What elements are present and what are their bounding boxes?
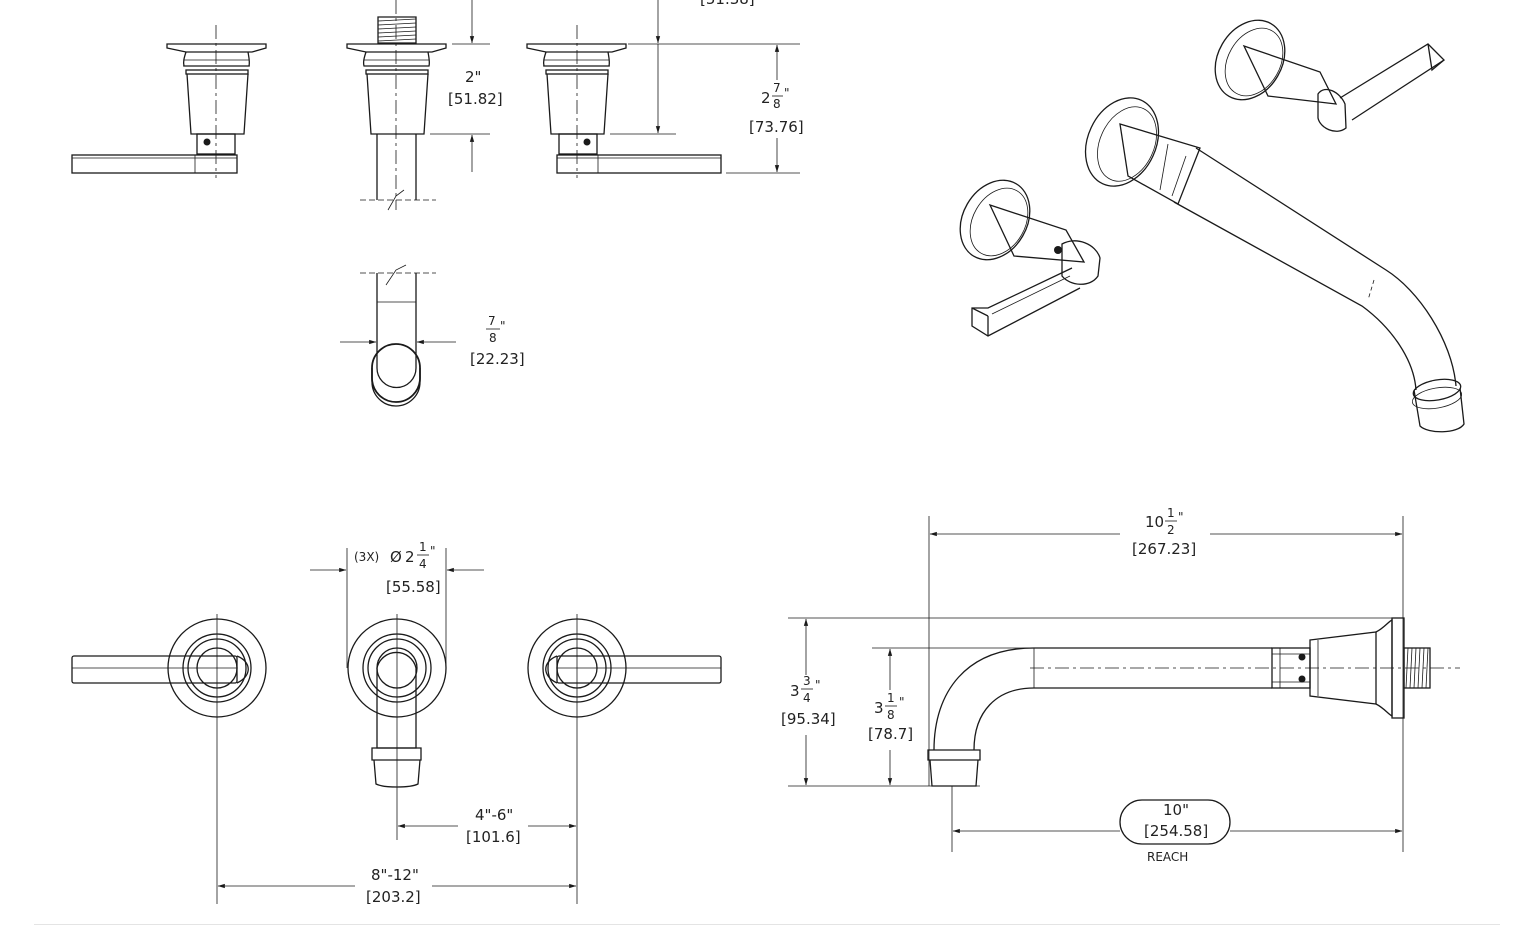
dim-reach-mm: [254.58] [1144,822,1208,840]
dim-height-whole: 3 [790,682,800,700]
spout-side-profile [927,617,1460,787]
reach-badge [1119,799,1231,845]
dim-2-7-8-mm: [73.76] [749,118,804,136]
dim-length-den: 2 [1167,523,1175,537]
dim-height-den: 4 [803,691,811,705]
dim-spout-ht-num: 1 [887,691,895,705]
dim-length-unit: " [1178,510,1184,524]
dim-overall-length: 10 1 2 " [267.23] [928,506,1404,852]
spout-side-view [346,0,447,211]
dim-label-2in: 2" [465,68,481,86]
dim-2-7-8-whole: 2 [761,89,771,107]
dim-height-2-7-8in: [51.38] 2 7 8 " [73.76] [610,0,804,174]
dim-spout-ht-mm: [78.7] [868,725,913,743]
dim-2-7-8-den: 8 [773,97,781,111]
dim-spread-large-mm: [203.2] [366,888,421,906]
dim-spout-ht-unit: " [899,695,905,709]
dim-flange-diameter: (3X) Ø 2 1 4 " [55.58] [310,540,484,668]
dim-7-8-unit: " [500,319,506,333]
handle-side-view-left [71,25,267,178]
bottom-divider [34,924,1500,925]
dim-flange-mm: [55.58] [386,578,441,596]
dim-height-num: 3 [803,674,811,688]
dim-length-whole: 10 [1145,513,1164,531]
dim-2-7-8-unit: " [784,86,790,100]
handle-side-view-right [526,25,722,178]
dim-7-8-den: 8 [489,331,497,345]
dim-flange-phi: Ø [390,548,402,566]
dim-7-8-mm: [22.23] [470,350,525,368]
dim-reach-in: 10" [1163,801,1189,819]
spout-end-view: 7 8 " [22.23] [340,264,525,407]
dim-spread-8-12: 8"-12" [203.2] [217,866,577,906]
dim-7-8-num: 7 [488,314,496,328]
dim-label-2in-mm: [51.82] [448,90,503,108]
dim-flange-prefix: (3X) [354,550,379,564]
dim-2-7-8-num: 7 [773,81,781,95]
dim-spout-height: 3 1 8 " [78.7] [868,647,1034,786]
dim-spout-ht-den: 8 [887,708,895,722]
dim-length-mm: [267.23] [1132,540,1196,558]
faucet-top-view [71,614,722,904]
dim-flange-den: 4 [419,557,427,571]
dim-flange-unit: " [430,544,436,558]
dim-spread-small-mm: [101.6] [466,828,521,846]
faucet-isometric-view [959,19,1465,433]
dim-spread-large-in: 8"-12" [371,866,419,884]
dim-overall-height: 3 3 4 " [95.34] [781,617,1392,787]
dim-length-num: 1 [1167,506,1175,520]
dim-spout-ht-whole: 3 [874,699,884,717]
dim-height-mm: [95.34] [781,710,836,728]
dim-spread-4-6: 4"-6" [101.6] [397,806,577,846]
dim-reach-label: REACH [1147,850,1188,864]
dim-reach: 10" [254.58] REACH [951,786,1403,864]
dim-flange-num: 1 [419,540,427,554]
dim-spread-small-in: 4"-6" [475,806,513,824]
dim-label-top-clipped: [51.38] [700,0,755,8]
dim-height-unit: " [815,678,821,692]
dim-flange-whole: 2 [405,548,415,566]
dim-height-2in: 2" [51.82] [430,0,503,172]
